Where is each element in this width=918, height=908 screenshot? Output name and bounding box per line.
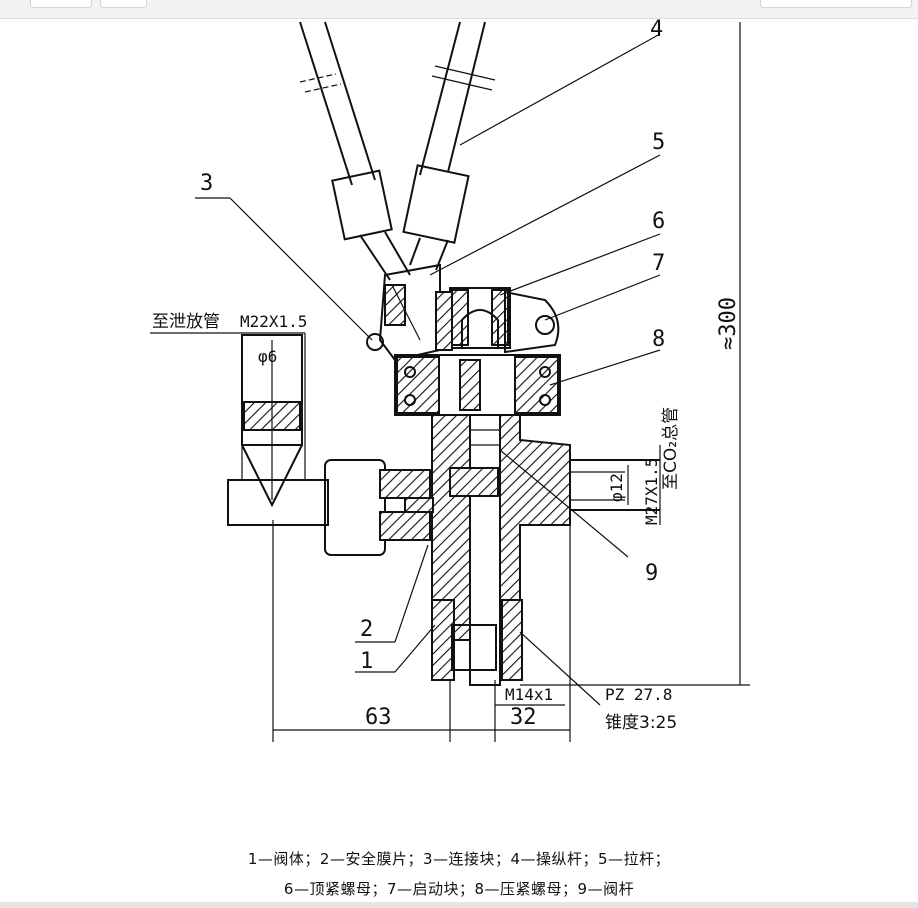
co2-thread-label: M27X1.5: [642, 458, 661, 525]
viewer-tab[interactable]: [30, 0, 92, 8]
co2-main-label: 至CO₂总管: [661, 407, 681, 490]
part-label-9: 9: [645, 561, 658, 586]
vent-nozzle: [227, 334, 329, 526]
operating-lever-right: [402, 21, 496, 271]
caption-line-2: 6—顶紧螺母；7—启动块；8—压紧螺母；9—阀杆: [283, 880, 635, 898]
vent-diameter-label: φ6: [258, 347, 277, 366]
leader-lines: [195, 33, 661, 706]
connecting-block: [366, 263, 441, 362]
vent-pipe-label: 至泄放管: [152, 312, 220, 332]
bore-diameter-label: φ12: [607, 473, 626, 502]
viewer-tab[interactable]: [760, 0, 912, 8]
part-label-4: 4: [650, 17, 663, 42]
vent-thread-label: M22X1.5: [240, 312, 307, 331]
viewer-bottom-bar: [0, 902, 918, 908]
part-label-3: 3: [200, 171, 213, 196]
safety-diaphragm-assembly: [324, 459, 434, 556]
top-nut: [449, 287, 511, 349]
operating-lever-left: [299, 21, 411, 281]
taper-label: 锥度3:25: [605, 713, 677, 733]
compression-nut: [394, 354, 561, 416]
viewer-tab[interactable]: [100, 0, 147, 8]
bottom-thread-label: M14x1: [505, 685, 553, 704]
part-label-5: 5: [652, 130, 665, 155]
part-label-2: 2: [360, 617, 373, 642]
dimension-32: 32: [510, 705, 537, 730]
part-label-7: 7: [652, 251, 665, 276]
dimension-lines: [150, 22, 750, 742]
viewer-top-bar: [0, 0, 918, 19]
co2-outlet-port: [570, 459, 660, 511]
valve-body: [431, 414, 571, 686]
pz-thread-label: PZ 27.8: [605, 685, 672, 704]
start-block: [435, 290, 560, 354]
height-dimension: ≈300: [716, 297, 741, 350]
caption-line-1: 1—阀体；2—安全膜片；3—连接块；4—操纵杆；5—拉杆；: [247, 850, 671, 868]
part-label-8: 8: [652, 327, 665, 352]
part-label-6: 6: [652, 209, 665, 234]
part-label-1: 1: [360, 649, 373, 674]
dimension-63: 63: [365, 705, 392, 730]
